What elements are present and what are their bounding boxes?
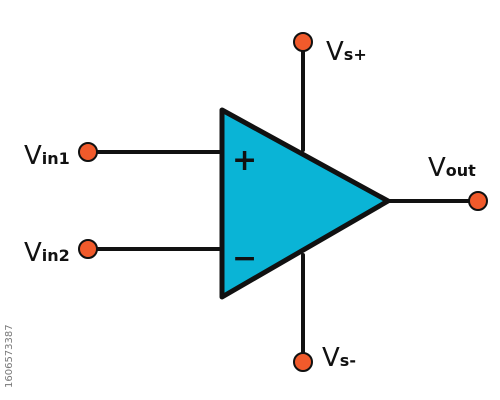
plus-sign: + (232, 143, 257, 178)
watermark-id: 1606573387 (4, 324, 15, 388)
vin1-label: Vin1 (24, 141, 70, 171)
vs-minus-label: Vs- (322, 343, 356, 373)
vin1-terminal (78, 142, 98, 162)
vin2-terminal (78, 239, 98, 259)
vin2-label: Vin2 (24, 238, 70, 268)
op-amp-triangle (219, 107, 391, 300)
vout-terminal (468, 191, 488, 211)
vs-plus-label: Vs+ (326, 37, 367, 67)
vs-plus-terminal (293, 32, 313, 52)
vout-label: Vout (428, 153, 476, 183)
vs-minus-terminal (293, 352, 313, 372)
minus-sign: − (232, 241, 257, 276)
